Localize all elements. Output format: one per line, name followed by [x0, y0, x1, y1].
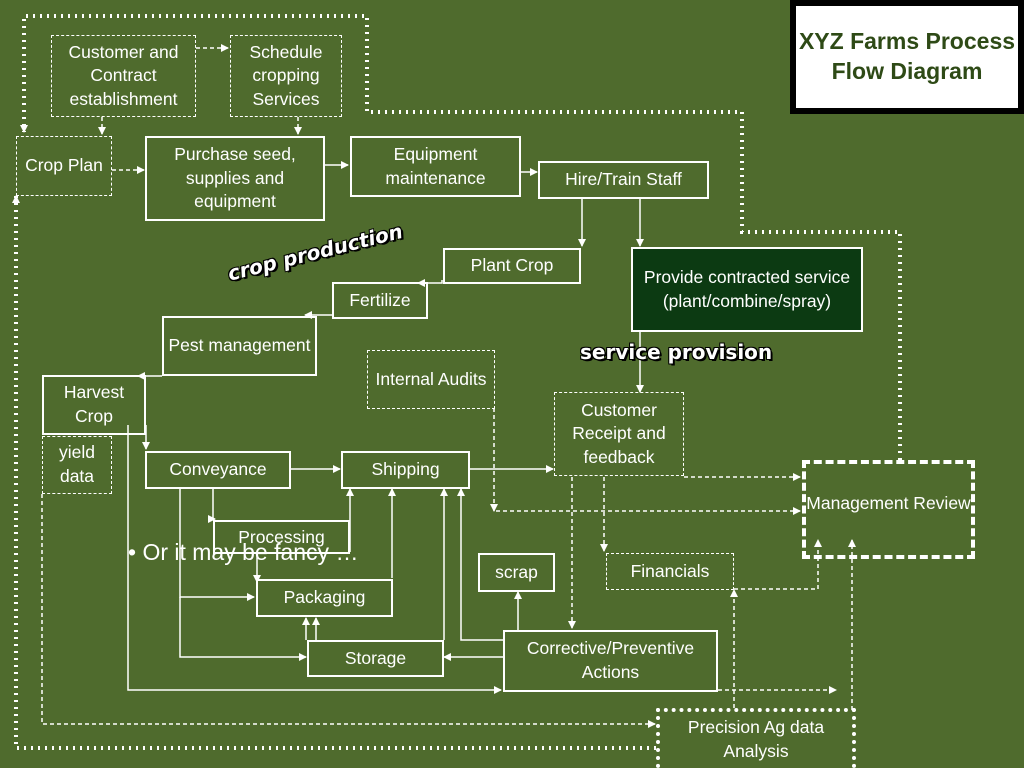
- diagram-title: XYZ Farms Process Flow Diagram: [796, 6, 1018, 108]
- box-storage: Storage: [307, 640, 444, 677]
- box-customer-contract: Customer and Contract establishment: [51, 35, 196, 117]
- management-review-frame: Management Review: [802, 460, 975, 559]
- box-fertilize: Fertilize: [332, 282, 428, 319]
- box-contracted-service: Provide contracted service (plant/combin…: [631, 247, 863, 332]
- box-pest-management: Pest management: [162, 316, 317, 376]
- box-internal-audits: Internal Audits: [367, 350, 495, 409]
- bullet-text: • Or it may be fancy …: [128, 539, 359, 565]
- box-purchase-seed: Purchase seed, supplies and equipment: [145, 136, 325, 221]
- box-crop-plan: Crop Plan: [16, 136, 112, 196]
- label-service-provision: service provision: [580, 340, 773, 364]
- box-yield-data: yield data: [42, 436, 112, 494]
- box-management-review: Management Review: [806, 493, 971, 514]
- box-packaging: Packaging: [256, 579, 393, 617]
- box-financials: Financials: [606, 553, 734, 590]
- box-customer-receipt: Customer Receipt and feedback: [554, 392, 684, 476]
- box-scrap: scrap: [478, 553, 555, 592]
- box-corrective-preventive: Corrective/Preventive Actions: [503, 630, 718, 692]
- box-processing: Processing: [213, 520, 350, 554]
- box-hire-train-staff: Hire/Train Staff: [538, 161, 709, 199]
- box-equipment-maintenance: Equipment maintenance: [350, 136, 521, 197]
- box-precision-ag: Precision Ag data Analysis: [656, 708, 856, 768]
- box-conveyance: Conveyance: [145, 451, 291, 489]
- box-shipping: Shipping: [341, 451, 470, 489]
- title-frame: XYZ Farms Process Flow Diagram: [790, 0, 1024, 114]
- box-schedule-cropping: Schedule cropping Services: [230, 35, 342, 117]
- outer-loop-bottom: [12, 195, 656, 750]
- box-harvest-crop: Harvest Crop: [42, 375, 146, 435]
- outer-loop-top: [20, 14, 902, 460]
- box-plant-crop: Plant Crop: [443, 248, 581, 284]
